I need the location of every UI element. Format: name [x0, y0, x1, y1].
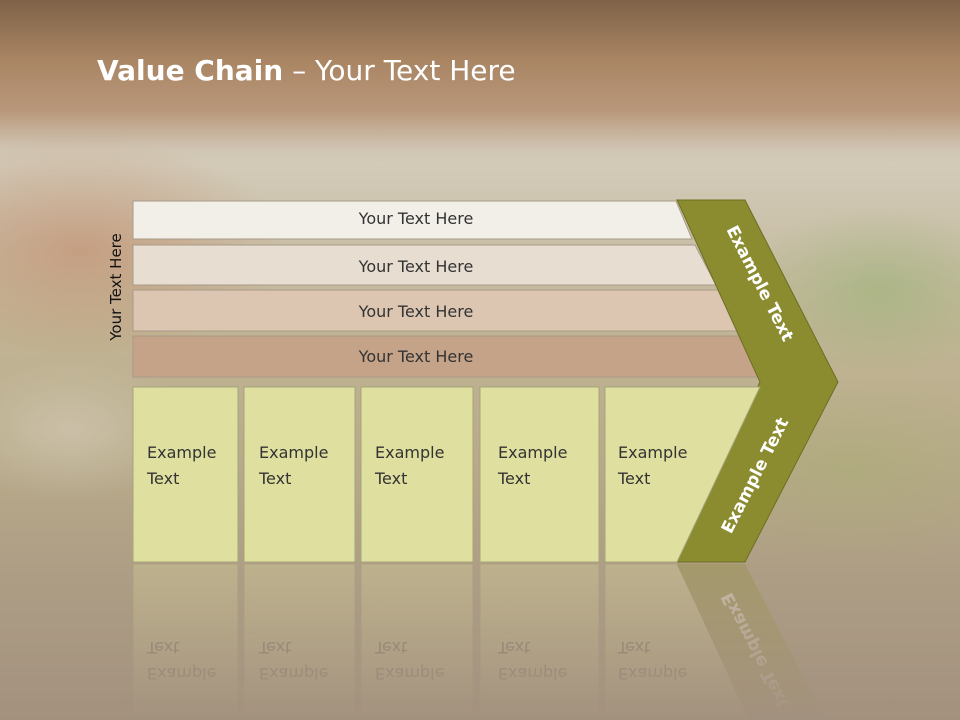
- reflection-text-2a: Example: [259, 664, 328, 683]
- example-box-1-line1: Example: [147, 443, 216, 462]
- example-box-3: [360, 386, 474, 563]
- reflection-box-3: [360, 563, 474, 720]
- row-bars: Your Text Here Your Text Here Your Text …: [132, 200, 765, 378]
- reflection-text-1b: Text: [146, 638, 179, 657]
- header-band: [0, 0, 960, 165]
- title-bold: Value Chain: [97, 54, 284, 87]
- chevron-shape: [676, 199, 839, 563]
- reflection-text-1a: Example: [147, 664, 216, 683]
- example-box-1-line2: Text: [146, 469, 179, 488]
- row-label-3: Your Text Here: [358, 302, 474, 321]
- example-box-5: [604, 386, 761, 563]
- example-box-2-line1: Example: [259, 443, 328, 462]
- example-box-1: [132, 386, 239, 563]
- reflection-text-3b: Text: [374, 638, 407, 657]
- reflection-box-2: [243, 563, 356, 720]
- reflection-box-1: [132, 563, 239, 720]
- row-label-1: Your Text Here: [358, 209, 474, 228]
- example-box-4-line2: Text: [497, 469, 530, 488]
- example-box-5-line2: Text: [617, 469, 650, 488]
- example-box-4: [479, 386, 600, 563]
- row-label-4: Your Text Here: [358, 347, 474, 366]
- example-box-2: [243, 386, 356, 563]
- reflection-text-5a: Example: [618, 664, 687, 683]
- example-box-4-line1: Example: [498, 443, 567, 462]
- reflection-text-5b: Text: [617, 638, 650, 657]
- row-bar-1: [132, 200, 693, 240]
- reflection-text-3a: Example: [375, 664, 444, 683]
- slide-title: Value Chain – Your Text Here: [97, 54, 516, 87]
- example-boxes: Example Text Example Text Example Text E…: [132, 386, 761, 563]
- example-box-3-line2: Text: [374, 469, 407, 488]
- reflection-chevron: [677, 564, 826, 720]
- row-label-2: Your Text Here: [358, 257, 474, 276]
- side-label: Your Text Here: [107, 233, 125, 341]
- reflection-box-4: [479, 563, 600, 720]
- reflection: Example Text Example Text Example Text E…: [132, 563, 826, 720]
- example-box-2-line2: Text: [258, 469, 291, 488]
- reflection-text-4a: Example: [498, 664, 567, 683]
- title-rest: – Your Text Here: [283, 54, 516, 87]
- example-box-3-line1: Example: [375, 443, 444, 462]
- reflection-text-4b: Text: [497, 638, 530, 657]
- example-box-5-line1: Example: [618, 443, 687, 462]
- reflection-text-2b: Text: [258, 638, 291, 657]
